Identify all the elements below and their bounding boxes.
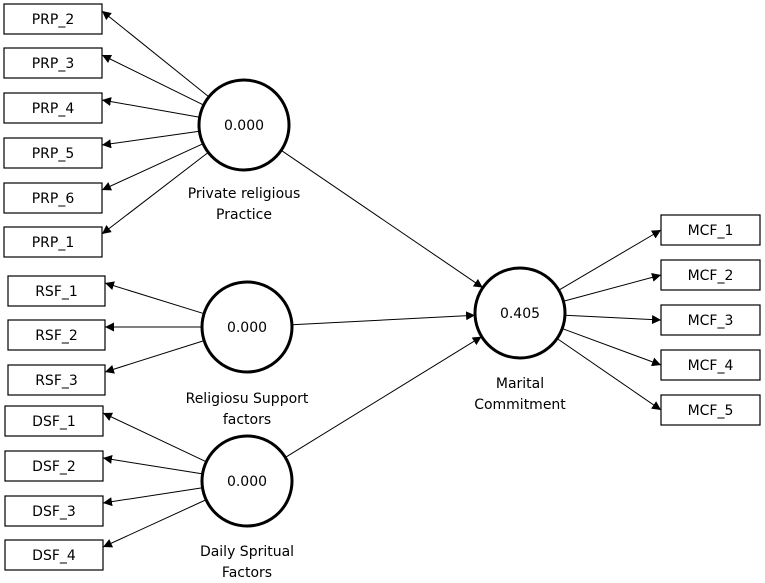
indicator-label: MCF_2 xyxy=(688,268,734,284)
latent-caption-line: Religiosu Support xyxy=(186,391,309,407)
loading-arrow-prp-1 xyxy=(101,152,209,235)
indicator-label: RSF_2 xyxy=(35,328,78,344)
indicator-label: PRP_2 xyxy=(32,12,75,28)
indicator-prp-5: PRP_5 xyxy=(3,137,103,169)
indicator-label: DSF_1 xyxy=(32,414,76,430)
loading-arrow-mcf-2 xyxy=(563,272,662,302)
latent-value: 0.000 xyxy=(227,320,267,336)
indicator-label: DSF_2 xyxy=(32,459,76,475)
indicator-dsf-3: DSF_3 xyxy=(4,495,104,527)
loading-arrow-mcf-1 xyxy=(558,229,662,291)
indicator-label: PRP_3 xyxy=(32,56,75,72)
indicator-rsf-3: RSF_3 xyxy=(7,364,106,396)
path-arrow-rsf-to-mcf xyxy=(291,311,476,326)
indicator-label: RSF_1 xyxy=(35,284,78,300)
latent-prp: 0.000 xyxy=(197,78,291,172)
indicator-label: RSF_3 xyxy=(35,373,78,389)
indicator-dsf-2: DSF_2 xyxy=(4,450,104,482)
loading-arrow-prp-3 xyxy=(101,54,204,106)
indicator-prp-1: PRP_1 xyxy=(3,226,103,258)
latent-dsf: 0.000 xyxy=(200,434,294,528)
indicator-label: PRP_5 xyxy=(32,146,75,162)
loading-arrow-rsf-3 xyxy=(104,340,205,374)
indicator-prp-3: PRP_3 xyxy=(3,47,103,79)
loading-arrow-mcf-5 xyxy=(556,338,662,411)
indicator-dsf-4: DSF_4 xyxy=(4,539,104,571)
indicator-label: DSF_3 xyxy=(32,504,76,520)
latent-value: 0.405 xyxy=(500,306,540,322)
indicator-rsf-2: RSF_2 xyxy=(7,319,106,351)
indicator-label: MCF_1 xyxy=(688,223,734,239)
latent-value: 0.000 xyxy=(224,118,264,134)
loading-arrow-dsf-2 xyxy=(102,454,203,475)
indicator-label: DSF_4 xyxy=(32,548,76,564)
indicator-label: MCF_4 xyxy=(688,358,734,374)
latent-caption-rsf: Religiosu Support factors xyxy=(186,391,309,428)
path-arrow-prp-to-mcf xyxy=(280,149,484,289)
indicator-prp-2: PRP_2 xyxy=(3,3,103,35)
indicator-mcf-4: MCF_4 xyxy=(660,349,761,381)
loading-arrow-prp-5 xyxy=(101,130,200,149)
loading-arrow-mcf-4 xyxy=(562,328,662,367)
indicator-mcf-2: MCF_2 xyxy=(660,259,761,291)
loading-arrow-dsf-1 xyxy=(102,412,207,463)
latent-caption-line: Commitment xyxy=(474,397,566,413)
loading-arrow-dsf-4 xyxy=(102,499,207,548)
indicator-label: PRP_6 xyxy=(32,191,75,207)
latent-caption-line: Practice xyxy=(216,207,272,223)
latent-caption-line: Private religious xyxy=(188,186,301,202)
loading-arrow-prp-4 xyxy=(101,97,200,118)
indicator-mcf-5: MCF_5 xyxy=(660,394,761,426)
indicator-prp-6: PRP_6 xyxy=(3,182,103,214)
indicator-label: PRP_1 xyxy=(32,235,75,251)
indicator-dsf-1: DSF_1 xyxy=(4,405,104,437)
latent-caption-line: Daily Spritual xyxy=(200,544,294,560)
latent-caption-line: factors xyxy=(223,412,271,428)
indicator-label: MCF_3 xyxy=(688,313,734,329)
latent-caption-line: Marital xyxy=(496,376,544,392)
loading-arrow-mcf-3 xyxy=(564,314,662,325)
path-arrow-dsf-to-mcf xyxy=(285,336,482,458)
loading-arrow-rsf-1 xyxy=(104,281,205,315)
latent-caption-line: Factors xyxy=(222,565,272,581)
latent-rsf: 0.000 xyxy=(200,280,294,374)
indicator-mcf-1: MCF_1 xyxy=(660,214,761,246)
indicator-label: PRP_4 xyxy=(32,101,75,117)
indicator-label: MCF_5 xyxy=(688,403,734,419)
loading-arrow-prp-2 xyxy=(101,10,210,98)
loading-arrow-prp-6 xyxy=(101,143,204,191)
latent-value: 0.000 xyxy=(227,474,267,490)
loading-arrow-dsf-3 xyxy=(102,487,203,507)
indicator-rsf-1: RSF_1 xyxy=(7,275,106,307)
indicator-mcf-3: MCF_3 xyxy=(660,304,761,336)
indicator-prp-4: PRP_4 xyxy=(3,92,103,124)
latent-mcf: 0.405 xyxy=(473,266,567,360)
